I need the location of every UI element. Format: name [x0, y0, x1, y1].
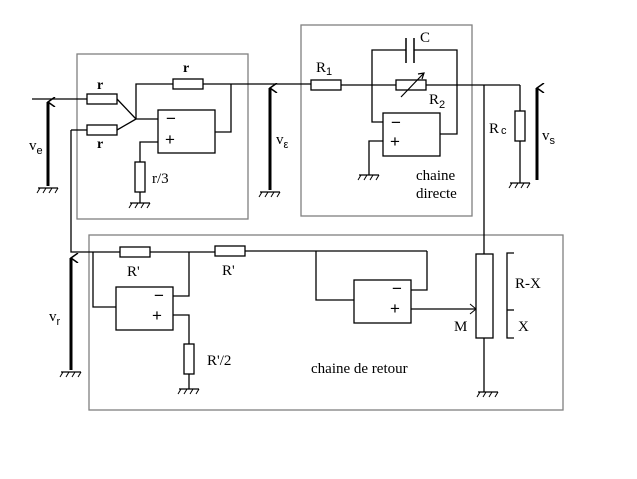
ground-icon — [59, 371, 82, 378]
resistor-r-feedback-input — [86, 124, 118, 136]
ground-icon — [508, 182, 531, 189]
opamp-minus-sign: − — [154, 286, 164, 305]
wire — [215, 84, 232, 133]
wire — [414, 49, 458, 135]
ground-icon — [357, 174, 380, 181]
label-r-input: r — [97, 78, 103, 93]
opamp-2 — [382, 112, 441, 157]
ground-icon — [476, 391, 499, 398]
wire — [173, 314, 190, 344]
label-r-feedback-input: r — [97, 137, 103, 152]
opamp-3 — [115, 286, 174, 331]
label-chaine-de-retour: chaine de retour — [311, 361, 408, 377]
arrowhead — [417, 72, 425, 80]
opamp-1 — [157, 109, 216, 154]
label-r-third: r/3 — [152, 171, 169, 187]
summing-block-frame — [76, 53, 249, 220]
resistor-R1 — [310, 79, 342, 91]
label-Rprime-2: R' — [222, 263, 235, 279]
label-r-top: r — [183, 61, 189, 76]
label-chaine-directe-1: chaine — [416, 168, 455, 184]
potentiometer — [475, 253, 494, 339]
label-Rprime-1: R' — [127, 264, 140, 280]
opamp-plus-sign: + — [165, 130, 175, 149]
resistor-Rprime-1 — [119, 246, 151, 258]
wire — [411, 251, 428, 291]
wire — [368, 140, 383, 175]
wire — [173, 252, 190, 297]
opamp-plus-sign: + — [152, 306, 162, 325]
bracket — [506, 252, 514, 339]
label-R2: R2 — [429, 92, 445, 111]
feedback-chain: − + − + R' R' R'/2 M R-X X chaine de ret… — [70, 130, 541, 398]
label-C: C — [420, 30, 430, 46]
wire — [70, 130, 120, 253]
resistor-r-input — [86, 93, 118, 105]
wire — [92, 252, 116, 308]
resistor-r-third — [134, 161, 146, 193]
direct-chain: − + R1 C R2 chaine directe — [310, 30, 520, 202]
label-ve: ve — [29, 138, 43, 157]
opamp-4 — [353, 279, 412, 324]
ground-icon — [128, 202, 151, 209]
summing-amplifier: − + r r r r/3 — [32, 61, 311, 209]
feedback-chain-block-frame — [88, 234, 564, 411]
label-R1: R1 — [316, 60, 332, 78]
label-vr: vr — [49, 309, 61, 328]
opamp-minus-sign: − — [166, 109, 176, 128]
resistor-Rprime-half — [183, 343, 195, 375]
opamp-plus-sign: + — [390, 132, 400, 151]
variable-arrow-icon — [400, 72, 425, 98]
wire — [116, 98, 137, 120]
resistor-Rprime-2 — [214, 245, 246, 257]
wire — [139, 141, 158, 162]
wire — [135, 83, 173, 119]
label-chaine-directe-2: directe — [416, 186, 457, 202]
ground-icon — [258, 191, 281, 198]
label-M: M — [454, 319, 467, 335]
wire — [371, 49, 406, 85]
label-Rprime-half: R'/2 — [207, 353, 231, 369]
wire — [371, 85, 383, 123]
opamp-minus-sign: − — [391, 113, 401, 132]
opamp-plus-sign: + — [390, 299, 400, 318]
ground-icon — [36, 187, 59, 194]
direct-chain-block-frame — [300, 24, 473, 217]
label-X: X — [518, 319, 529, 335]
variable-resistor-R2 — [395, 79, 427, 91]
label-vs: vs — [542, 128, 556, 147]
label-R-minus-X: R-X — [515, 276, 541, 292]
wire — [315, 251, 354, 301]
opamp-minus-sign: − — [392, 279, 402, 298]
resistor-r-top — [172, 78, 204, 90]
resistor-Rc — [514, 110, 526, 142]
ground-icon — [177, 388, 200, 395]
label-v-epsilon: vε — [276, 132, 289, 151]
wire — [116, 118, 137, 131]
